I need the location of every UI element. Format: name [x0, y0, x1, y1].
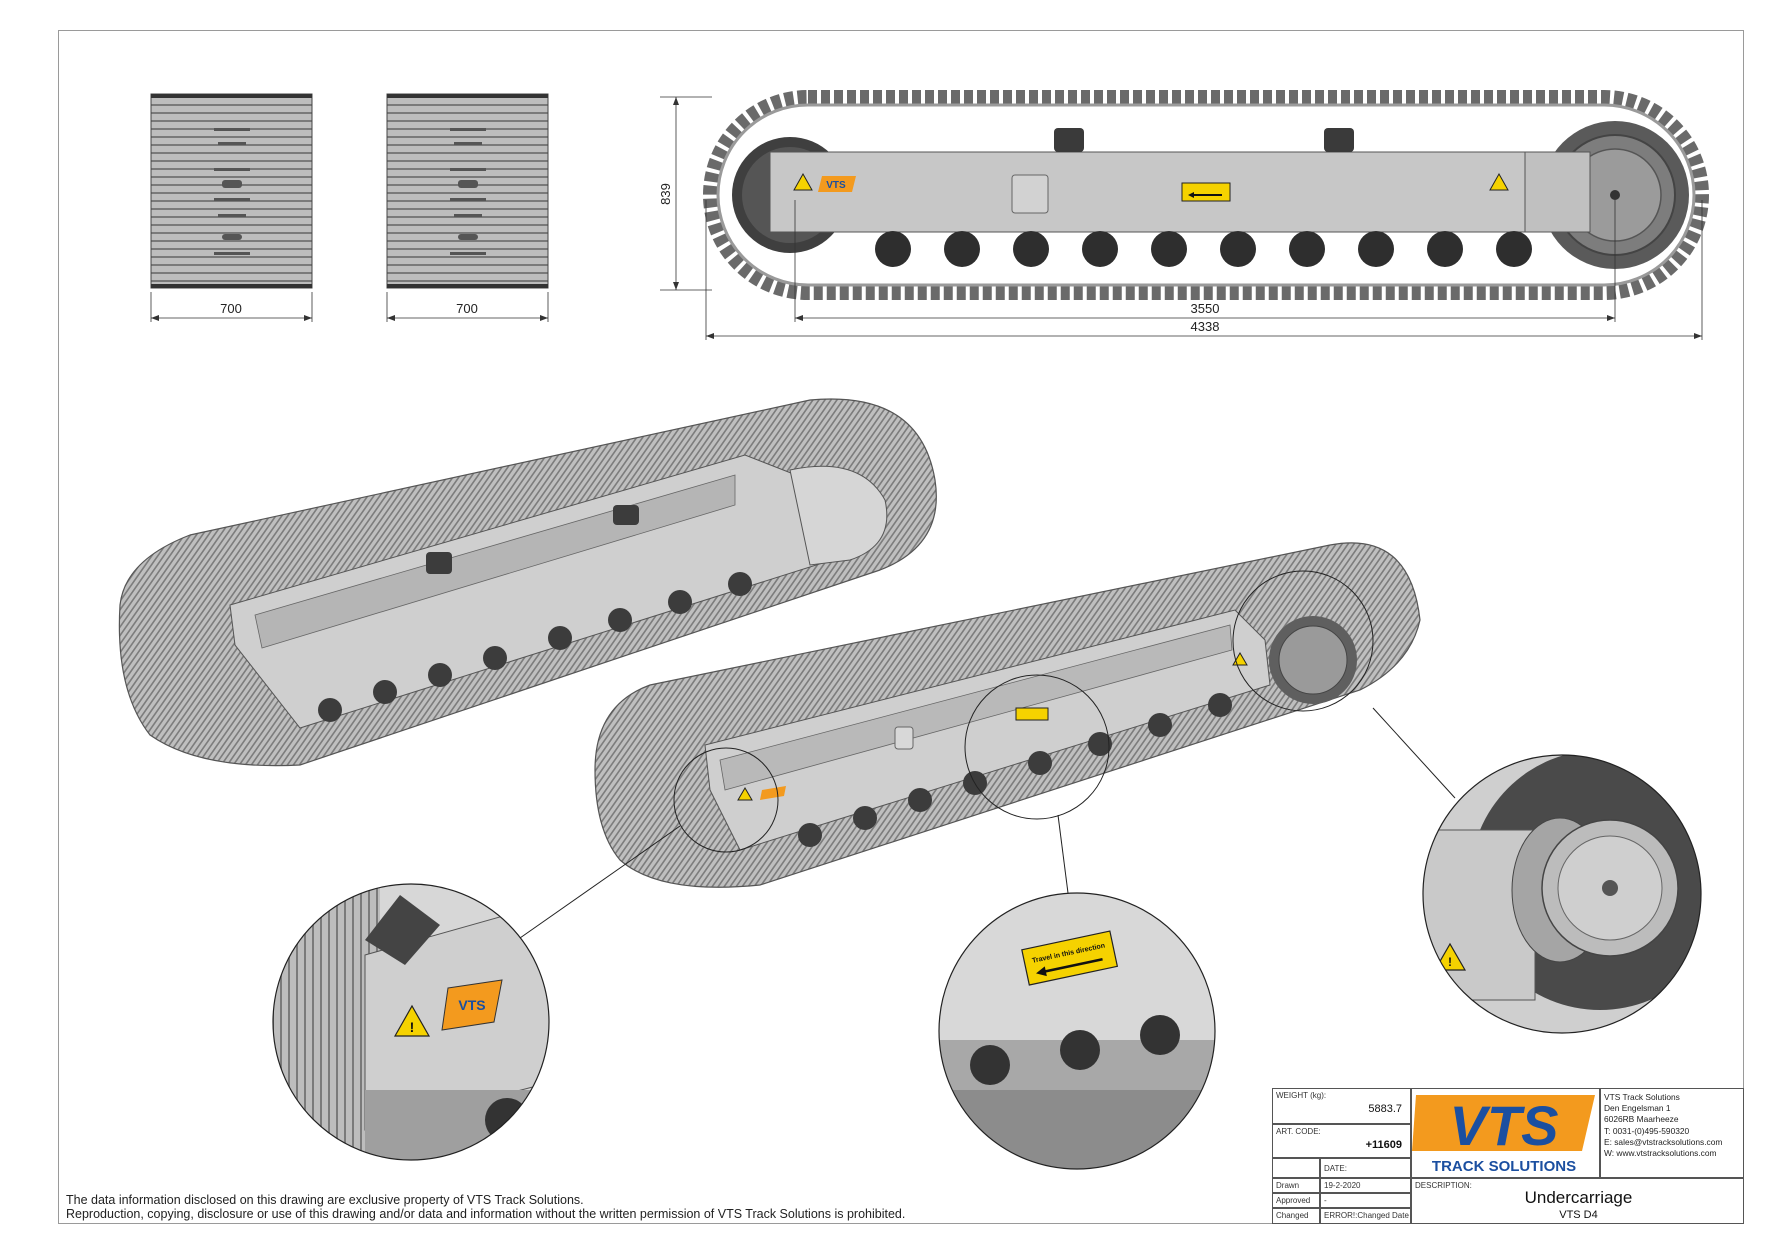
- changed-value-cell: ERROR!:Changed Date: [1320, 1208, 1411, 1224]
- company-address: VTS Track Solutions Den Engelsman 1 6026…: [1604, 1092, 1722, 1159]
- svg-text:!: !: [1448, 955, 1452, 969]
- side-view-logo: VTS: [826, 180, 846, 191]
- front-view-1: 700: [150, 93, 313, 322]
- approved-label-cell: Approved: [1272, 1193, 1320, 1208]
- drawn-value-cell: 19-2-2020: [1320, 1178, 1411, 1193]
- drawn-label-cell: Drawn: [1272, 1178, 1320, 1193]
- description-label: DESCRIPTION:: [1415, 1181, 1472, 1190]
- weight-label: WEIGHT (kg):: [1276, 1091, 1327, 1100]
- side-view: VTS 839 3550 4338: [658, 90, 1709, 340]
- description-cell: DESCRIPTION: Undercarriage VTS D4: [1411, 1178, 1744, 1224]
- detail-logo-text: VTS: [458, 997, 485, 1013]
- changed-label: Changed: [1276, 1211, 1309, 1220]
- front-view-2: 700: [386, 93, 549, 322]
- company-email: E: sales@vtstracksolutions.com: [1604, 1136, 1723, 1147]
- side-view-height-dim: 839: [658, 183, 673, 205]
- approved-value-cell: -: [1320, 1193, 1411, 1208]
- approved-label: Approved: [1276, 1196, 1311, 1205]
- logo-sub-text: TRACK SOLUTIONS: [1432, 1158, 1576, 1175]
- side-view-3550-dim: 3550: [1191, 301, 1220, 316]
- art-code-value: +11609: [1365, 1139, 1402, 1151]
- disclaimer: The data information disclosed on this d…: [66, 1193, 905, 1221]
- vts-logo-icon: VTS TRACK SOLUTIONS: [1412, 1094, 1595, 1175]
- weight-value: 5883.7: [1368, 1103, 1402, 1115]
- description-value: Undercarriage: [1524, 1188, 1633, 1207]
- svg-text:!: !: [410, 1019, 415, 1035]
- changed-label-cell: Changed: [1272, 1208, 1320, 1224]
- drawing-sheet-border: [58, 30, 1744, 1224]
- detail-view-drive-motor: !: [1422, 754, 1702, 1034]
- isometric-track-left: [118, 398, 937, 767]
- model-value: VTS D4: [1559, 1209, 1598, 1221]
- changed-value: ERROR!:Changed Date: [1324, 1211, 1409, 1220]
- weight-cell: WEIGHT (kg): 5883.7: [1272, 1088, 1411, 1124]
- date-label: DATE:: [1324, 1164, 1347, 1173]
- address-cell: VTS Track Solutions Den Engelsman 1 6026…: [1600, 1088, 1744, 1178]
- logo-main-text: VTS: [1450, 1094, 1559, 1157]
- company-name: VTS Track Solutions: [1604, 1092, 1680, 1102]
- company-street: Den Engelsman 1: [1604, 1103, 1671, 1114]
- disclaimer-line-1: The data information disclosed on this d…: [66, 1193, 584, 1207]
- disclaimer-line-2: Reproduction, copying, disclosure or use…: [66, 1207, 906, 1221]
- date-cell: DATE:: [1320, 1158, 1411, 1178]
- art-code-label: ART. CODE:: [1276, 1127, 1321, 1136]
- blank-cell: [1272, 1158, 1320, 1178]
- logo-cell: VTS TRACK SOLUTIONS: [1411, 1088, 1600, 1178]
- art-code-cell: ART. CODE: +11609: [1272, 1124, 1411, 1158]
- isometric-track-right: [519, 542, 1456, 939]
- title-block: WEIGHT (kg): 5883.7 ART. CODE: +11609 DA…: [1272, 1088, 1744, 1224]
- detail-view-logo: ! VTS: [272, 883, 550, 1161]
- front-view-1-width-dim: 700: [220, 301, 242, 316]
- approved-value: -: [1324, 1196, 1327, 1205]
- front-view-2-width-dim: 700: [456, 301, 478, 316]
- company-phone: T: 0031-(0)495-590320: [1604, 1125, 1690, 1136]
- company-city: 6026RB Maarheeze: [1604, 1114, 1679, 1125]
- drawn-label: Drawn: [1276, 1181, 1300, 1190]
- company-web: W: www.vtstracksolutions.com: [1604, 1148, 1717, 1159]
- drawn-value: 19-2-2020: [1324, 1181, 1361, 1190]
- side-view-4338-dim: 4338: [1191, 319, 1220, 334]
- detail-view-travel-sign: Travel in this direction: [938, 892, 1216, 1170]
